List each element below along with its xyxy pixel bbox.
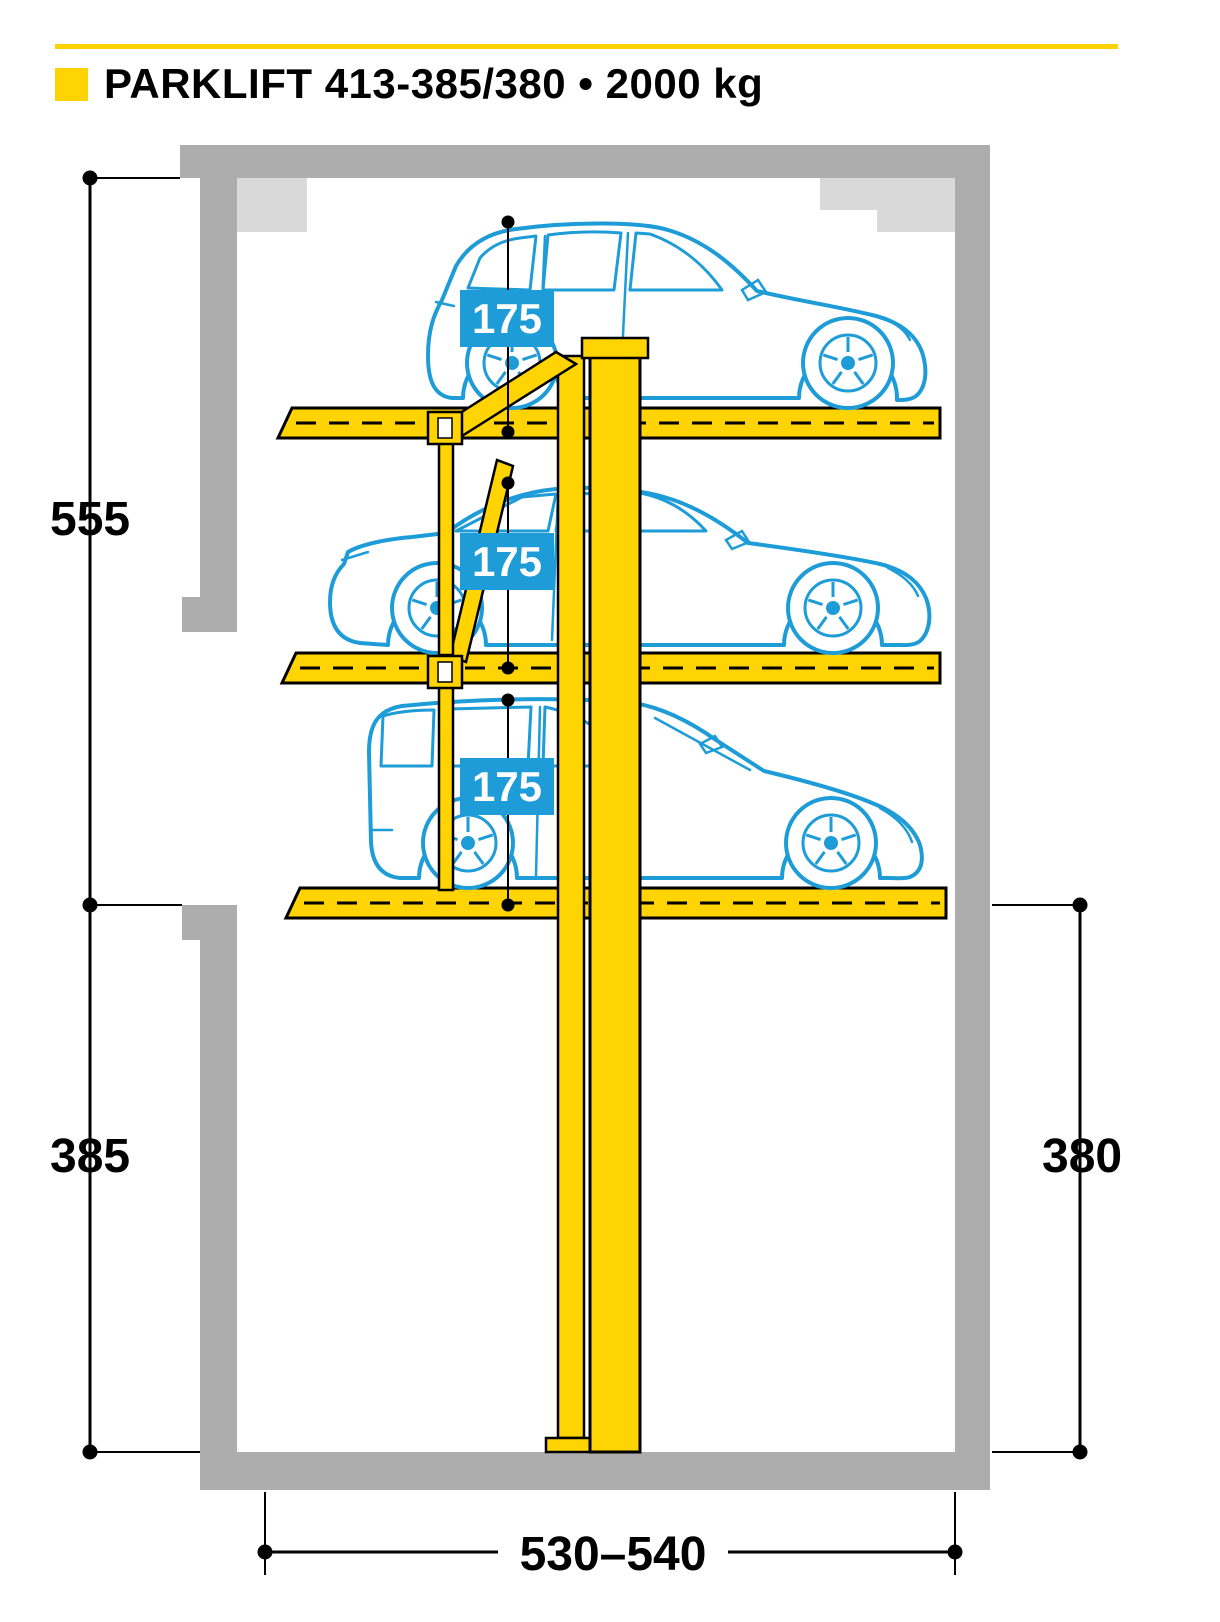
- legend-square-icon: [55, 67, 88, 101]
- ceiling-slab: [180, 145, 990, 178]
- concrete-structure: [180, 145, 990, 1490]
- lift-rail: [556, 354, 586, 1440]
- left-wall-lower-step: [182, 905, 200, 940]
- support-post-upper: [437, 436, 455, 657]
- left-wall-upper: [200, 170, 237, 632]
- ceiling-recess-left: [237, 178, 307, 232]
- ceiling-recess-right: [820, 178, 955, 210]
- dimension-pit-depth-right: 380: [992, 897, 1122, 1460]
- clearance-value-bottom: 175: [472, 763, 542, 810]
- dim-label-pit-depth-right: 380: [1042, 1130, 1122, 1183]
- clearance-badge-top: [460, 290, 554, 347]
- ceiling-recess-right-step: [877, 210, 955, 232]
- platform-connector-middle-slot: [437, 661, 453, 683]
- dimension-pit-depth-left: 385: [50, 905, 200, 1460]
- left-wall-lower: [200, 905, 237, 1455]
- right-wall: [955, 145, 990, 1490]
- dimension-overall-height: 555: [50, 170, 182, 913]
- dim-label-overall-height: 555: [50, 493, 130, 546]
- main-column-cap: [580, 336, 650, 360]
- clearance-badge-middle: [460, 533, 554, 590]
- clearance-badge-bottom: [460, 758, 554, 815]
- header: PARKLIFT 413-385/380 • 2000 kg: [55, 60, 763, 108]
- title-rule: [55, 44, 1118, 49]
- clearance-value-middle: 175: [472, 538, 542, 585]
- lift-machinery: [426, 336, 650, 1454]
- left-wall-upper-step: [182, 597, 200, 632]
- page-title: PARKLIFT 413-385/380 • 2000 kg: [104, 60, 764, 107]
- main-column: [588, 342, 642, 1454]
- dim-label-pit-width: 530–540: [520, 1528, 707, 1581]
- dim-label-pit-depth-left: 385: [50, 1130, 130, 1183]
- clearance-value-top: 175: [472, 295, 542, 342]
- dimension-pit-width: 530–540: [257, 1492, 963, 1581]
- pit-floor: [200, 1452, 990, 1490]
- support-post-lower: [437, 682, 455, 892]
- clearance-badges: 175 175 175: [460, 290, 554, 815]
- platform-connector-top-slot: [437, 417, 453, 439]
